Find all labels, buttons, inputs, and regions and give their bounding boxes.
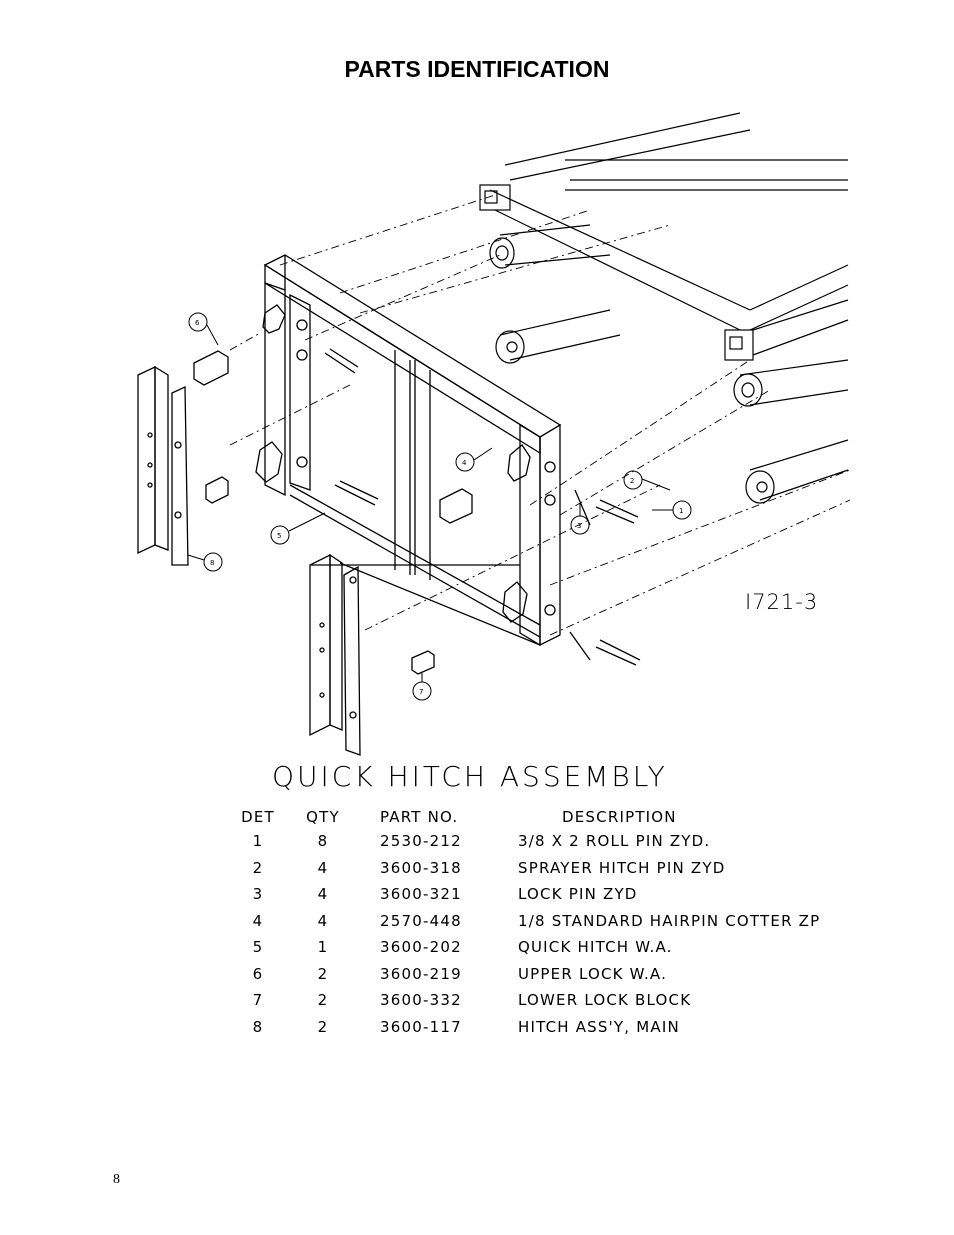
- header-part-no: PART NO.: [380, 808, 459, 826]
- hitch-pins: [595, 499, 641, 666]
- cell-qty: 4: [317, 858, 329, 877]
- cell-qty: 8: [317, 832, 329, 851]
- exploded-view-drawing: 6 4 2 3 1 5 8 7: [110, 105, 855, 760]
- cell-description: HITCH ASS'Y, MAIN: [518, 1017, 680, 1036]
- cell-description: 1/8 STANDARD HAIRPIN COTTER ZP: [518, 911, 821, 930]
- cell-part-no: 3600-219: [380, 964, 462, 983]
- table-row: 8 2 3600-117 HITCH ASS'Y, MAIN: [236, 1014, 820, 1041]
- cell-qty: 2: [317, 991, 329, 1010]
- cell-description: SPRAYER HITCH PIN ZYD: [518, 858, 726, 877]
- assembly-title: QUICK HITCH ASSEMBLY: [272, 760, 668, 793]
- parts-table: DET QTY PART NO. DESCRIPTION 1 8 2530-21…: [236, 806, 820, 1040]
- svg-text:3: 3: [577, 522, 581, 530]
- table-row: 2 4 3600-318 SPRAYER HITCH PIN ZYD: [236, 855, 820, 882]
- cell-part-no: 2570-448: [380, 911, 462, 930]
- parts-table-header: DET QTY PART NO. DESCRIPTION: [236, 806, 820, 828]
- drawing-number: I721-3: [745, 590, 819, 614]
- tractor-frame: [479, 112, 849, 504]
- cell-qty: 4: [317, 911, 329, 930]
- svg-text:8: 8: [210, 559, 214, 567]
- callout-balloons: 6 4 2 3 1 5 8 7: [187, 312, 692, 701]
- svg-text:5: 5: [277, 532, 281, 540]
- cell-description: LOWER LOCK BLOCK: [518, 991, 692, 1010]
- table-row: 5 1 3600-202 QUICK HITCH W.A.: [236, 934, 820, 961]
- cell-det: 2: [252, 858, 264, 877]
- cell-qty: 2: [317, 964, 329, 983]
- cell-part-no: 2530-212: [380, 832, 462, 851]
- cell-qty: 1: [317, 938, 329, 957]
- cell-part-no: 3600-332: [380, 991, 462, 1010]
- cell-description: QUICK HITCH W.A.: [518, 938, 673, 957]
- cell-description: UPPER LOCK W.A.: [518, 964, 668, 983]
- svg-text:1: 1: [679, 507, 683, 515]
- table-row: 7 2 3600-332 LOWER LOCK BLOCK: [236, 987, 820, 1014]
- cell-part-no: 3600-117: [380, 1017, 462, 1036]
- cell-qty: 4: [317, 885, 329, 904]
- cell-det: 6: [252, 964, 264, 983]
- cell-description: LOCK PIN ZYD: [518, 885, 638, 904]
- cell-det: 5: [252, 938, 264, 957]
- svg-text:6: 6: [195, 319, 200, 327]
- cell-part-no: 3600-321: [380, 885, 462, 904]
- table-row: 6 2 3600-219 UPPER LOCK W.A.: [236, 961, 820, 988]
- table-row: 4 4 2570-448 1/8 STANDARD HAIRPIN COTTER…: [236, 908, 820, 935]
- right-hitch-main: [309, 553, 361, 756]
- lock-parts: [193, 350, 473, 675]
- table-row: 3 4 3600-321 LOCK PIN ZYD: [236, 881, 820, 908]
- quick-hitch-frame: [255, 254, 591, 661]
- page-number: 8: [113, 1172, 120, 1187]
- svg-text:7: 7: [419, 688, 423, 696]
- svg-text:4: 4: [462, 459, 467, 467]
- cell-qty: 2: [317, 1017, 329, 1036]
- svg-text:2: 2: [630, 477, 634, 485]
- cell-description: 3/8 X 2 ROLL PIN ZYD.: [518, 832, 711, 851]
- cell-det: 7: [252, 991, 264, 1010]
- left-hitch-main: [137, 365, 189, 566]
- page-title: PARTS IDENTIFICATION: [344, 56, 610, 82]
- cell-det: 1: [252, 832, 264, 851]
- header-det: DET: [241, 808, 275, 826]
- cell-det: 3: [252, 885, 264, 904]
- cell-part-no: 3600-202: [380, 938, 462, 957]
- table-row: 1 8 2530-212 3/8 X 2 ROLL PIN ZYD.: [236, 828, 820, 855]
- header-description: DESCRIPTION: [562, 808, 677, 826]
- cell-det: 4: [252, 911, 264, 930]
- cell-det: 8: [252, 1017, 264, 1036]
- header-qty: QTY: [306, 808, 340, 826]
- cell-part-no: 3600-318: [380, 858, 462, 877]
